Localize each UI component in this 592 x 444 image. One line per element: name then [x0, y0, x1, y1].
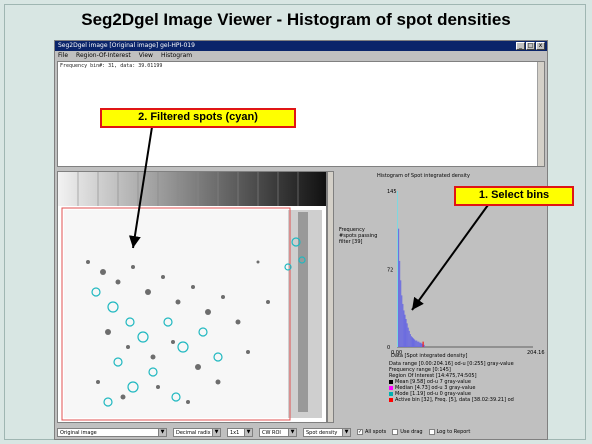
- histogram-bar[interactable]: [409, 334, 411, 347]
- maximize-button[interactable]: □: [526, 42, 535, 50]
- legend-active-bin: Active bin [32], Freq. [5], data [38.02:…: [389, 397, 514, 403]
- use-drag-checkbox[interactable]: Use drag: [392, 429, 423, 435]
- chevron-down-icon: ▼: [288, 428, 296, 436]
- histogram-bar[interactable]: [416, 340, 418, 347]
- histogram-bar[interactable]: [400, 280, 402, 347]
- filtered-spots-cyan: [91, 237, 306, 407]
- histogram-bar[interactable]: [418, 341, 420, 347]
- histogram-ylabel: Frequency #spots passing filter [39]: [339, 227, 378, 245]
- slide-title: Seg2Dgel Image Viewer - Histogram of spo…: [81, 10, 511, 29]
- histogram-bar[interactable]: [406, 323, 408, 347]
- histogram-bar[interactable]: [408, 330, 410, 347]
- x-tick-label: 204.16: [527, 350, 545, 356]
- histogram-bar[interactable]: [401, 295, 403, 347]
- histogram-bar[interactable]: [403, 310, 405, 347]
- stat-frequency-range: Frequency range [0:145]: [389, 367, 451, 373]
- chevron-down-icon: ▼: [244, 428, 252, 436]
- legend-median: Median [4.73] od-u 3 gray-value: [389, 385, 514, 391]
- histogram-bar[interactable]: [422, 341, 424, 347]
- report-text: Frequency bin#: 31, data: 39.01199: [60, 63, 163, 69]
- callout-select-bins: 1. Select bins: [454, 186, 574, 206]
- gel-spots: [86, 260, 270, 404]
- roi-select[interactable]: CW ROI▼: [259, 427, 297, 437]
- chevron-down-icon: ▼: [158, 428, 166, 436]
- callout-filtered-spots: 2. Filtered spots (cyan): [100, 108, 296, 128]
- chevron-down-icon: ▼: [212, 428, 220, 436]
- histogram-bar[interactable]: [415, 340, 417, 347]
- histogram-bar[interactable]: [398, 228, 400, 347]
- x-tick-label: 0.00: [391, 350, 402, 356]
- menu-view[interactable]: View: [138, 52, 153, 59]
- active-bin-swatch: [389, 398, 393, 402]
- mode-swatch: [389, 392, 393, 396]
- stat-data-range: Data range [0.00:204.16] od-u [0:255] gr…: [389, 361, 514, 367]
- histogram-chart[interactable]: 145 72 00.00 204.16: [337, 179, 545, 359]
- histogram-bar[interactable]: [411, 337, 413, 347]
- y-tick-label: 72: [387, 268, 393, 274]
- median-swatch: [389, 386, 393, 390]
- gel-area: [64, 210, 322, 418]
- histogram-bar[interactable]: [412, 338, 415, 347]
- histogram-bar[interactable]: [405, 319, 407, 347]
- minimize-button[interactable]: _: [516, 42, 525, 50]
- data-select[interactable]: Spot density▼: [303, 427, 351, 437]
- menu-histogram[interactable]: Histogram: [160, 52, 193, 59]
- histogram-title: Histogram of Spot integrated density: [377, 173, 470, 179]
- legend-mean: Mean [9.58] od-u 7 gray-value: [389, 379, 514, 385]
- close-button[interactable]: x: [536, 42, 545, 50]
- histogram-bar[interactable]: [420, 342, 422, 347]
- app-window: Seg2Dgel image [Original image] gel-HPI-…: [54, 40, 548, 440]
- histogram-stats: Data range [0.00:204.16] od-u [0:255] gr…: [389, 361, 514, 403]
- histogram-bar[interactable]: [407, 327, 409, 347]
- stat-roi: Region Of Interest [14:475,74:505]: [389, 373, 477, 379]
- histogram-bar[interactable]: [417, 341, 419, 347]
- all-spots-checkbox[interactable]: ✓All spots: [357, 429, 387, 435]
- status-bar: Original image▼ Decimal radix▼ 1x1▼ CW R…: [55, 425, 549, 439]
- log-to-report-checkbox[interactable]: Log to Report: [428, 429, 470, 435]
- histogram-xlabel: Data [Spot integrated density]: [391, 353, 468, 359]
- radix-select[interactable]: Decimal radix▼: [173, 427, 221, 437]
- window-titlebar[interactable]: Seg2Dgel image [Original image] gel-HPI-…: [55, 41, 547, 51]
- histogram-pane: Histogram of Spot integrated density Fre…: [337, 171, 545, 423]
- y-tick-label: 145: [387, 189, 397, 195]
- histogram-bar[interactable]: [402, 303, 404, 347]
- gel-image-pane[interactable]: [57, 171, 327, 423]
- report-scrollbar[interactable]: [537, 62, 544, 166]
- mean-swatch: [389, 380, 393, 384]
- histogram-bar[interactable]: [404, 314, 406, 347]
- y-tick-label: 0: [387, 345, 390, 351]
- image-type-select[interactable]: Original image▼: [57, 427, 167, 437]
- histogram-bar[interactable]: [399, 260, 401, 347]
- calibration-wedge: [58, 172, 326, 206]
- menu-bar: File Region-Of-Interest View Histogram: [55, 51, 550, 60]
- histogram-bar[interactable]: [414, 339, 416, 347]
- image-scrollbar[interactable]: [327, 171, 334, 423]
- legend-mode: Mode [1.19] od-u 0 gray-value: [389, 391, 514, 397]
- histogram-bar[interactable]: [421, 343, 423, 347]
- histogram-bar[interactable]: [419, 342, 421, 347]
- window-title: Seg2Dgel image [Original image] gel-HPI-…: [58, 42, 195, 49]
- histogram-bar[interactable]: [397, 191, 399, 347]
- window-controls: _ □ x: [516, 42, 545, 50]
- chevron-down-icon: ▼: [342, 428, 350, 436]
- gel-image[interactable]: [58, 172, 326, 422]
- histogram-bar[interactable]: [410, 336, 412, 347]
- histogram-bar[interactable]: [423, 344, 425, 347]
- menu-file[interactable]: File: [58, 52, 69, 59]
- roi-rectangle: [61, 207, 291, 421]
- zoom-select[interactable]: 1x1▼: [227, 427, 253, 437]
- menu-roi[interactable]: Region-Of-Interest: [76, 52, 131, 59]
